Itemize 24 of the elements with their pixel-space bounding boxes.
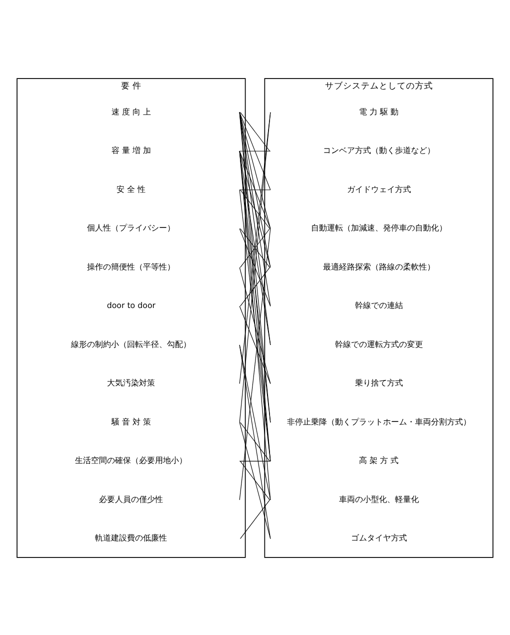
connector [240, 228, 270, 268]
connector [240, 499, 270, 539]
connector [239, 150, 271, 151]
connector [239, 344, 271, 539]
connector [239, 150, 271, 345]
connector [240, 422, 270, 461]
connector [240, 460, 270, 500]
connector [240, 112, 270, 151]
connector [239, 189, 271, 190]
connector [240, 266, 270, 306]
connector [239, 422, 271, 539]
connector [239, 305, 271, 384]
connector [239, 460, 271, 461]
connector [239, 344, 271, 500]
connector [239, 150, 271, 268]
connector [239, 112, 271, 228]
connector [239, 228, 271, 306]
connector [239, 112, 271, 268]
connector [239, 112, 271, 190]
connector [239, 266, 271, 384]
connector [240, 189, 270, 228]
connector [239, 150, 271, 228]
connector [239, 112, 271, 306]
connector [239, 228, 271, 500]
